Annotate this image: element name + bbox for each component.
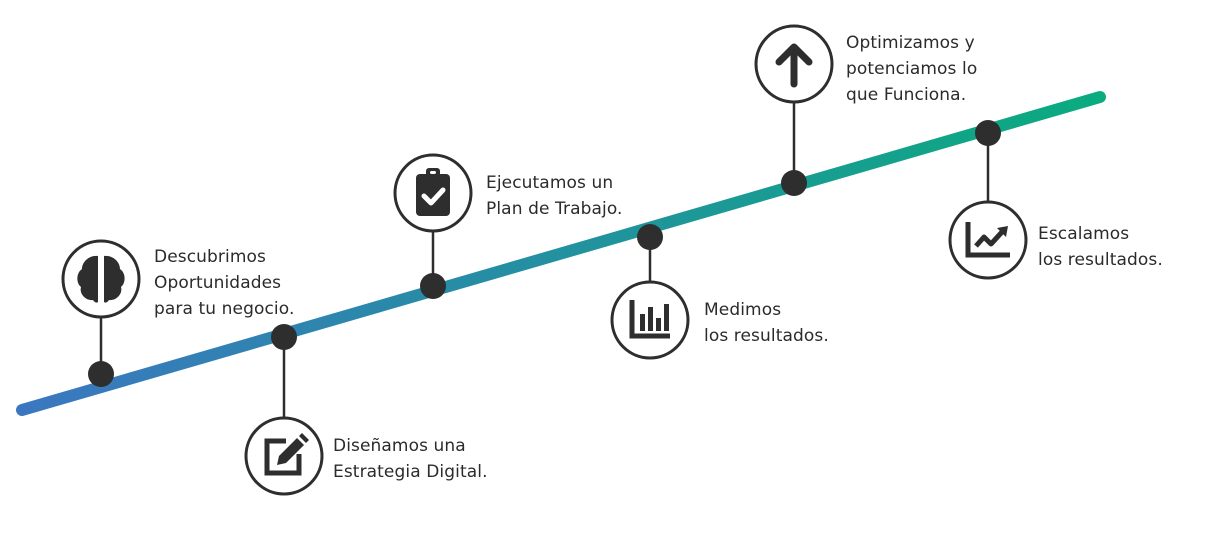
node-dot-5	[781, 170, 807, 196]
step-4-line-1: Medimos	[704, 300, 782, 320]
clipboard-check-icon	[416, 168, 450, 216]
step-6-line-1: Escalamos	[1038, 224, 1130, 244]
step-1-line-2: Oportunidades	[154, 273, 282, 293]
step-2-line-1: Diseñamos una	[333, 436, 466, 456]
bar-chart-icon	[629, 300, 670, 339]
step-3-label: Ejecutamos un Plan de Trabajo.	[486, 170, 623, 222]
step-2	[244, 324, 324, 496]
brain-icon	[77, 255, 125, 303]
step-1	[61, 239, 141, 387]
step-4	[610, 224, 690, 360]
step-1-line-3: para tu negocio.	[154, 299, 295, 319]
step-3-line-1: Ejecutamos un	[486, 173, 614, 193]
node-dot-2	[271, 324, 297, 350]
step-6-line-2: los resultados.	[1038, 250, 1163, 270]
timeline-line	[16, 91, 1106, 416]
edit-icon	[264, 433, 309, 476]
node-dot-3	[420, 273, 446, 299]
icon-ring-1	[61, 239, 141, 319]
step-2-line-2: Estrategia Digital.	[333, 462, 488, 482]
node-dot-1	[88, 361, 114, 387]
step-6	[948, 120, 1028, 280]
step-5-line-3: que Funciona.	[846, 85, 967, 105]
step-6-label: Escalamos los resultados.	[1038, 221, 1163, 273]
arrow-up-icon	[775, 43, 813, 88]
step-5-label: Optimizamos y potenciamos lo que Funcion…	[846, 30, 977, 108]
step-3-line-2: Plan de Trabajo.	[486, 199, 623, 219]
step-1-label: Descubrimos Oportunidades para tu negoci…	[154, 244, 294, 322]
step-1-line-1: Descubrimos	[154, 247, 266, 267]
step-5-line-2: potenciamos lo	[846, 59, 978, 79]
node-dot-4	[637, 224, 663, 250]
node-dot-6	[975, 120, 1001, 146]
step-5	[754, 24, 834, 196]
step-5-line-1: Optimizamos y	[846, 33, 975, 53]
trend-chart-icon	[965, 222, 1010, 258]
step-3	[393, 153, 473, 299]
step-4-label: Medimos los resultados.	[704, 297, 829, 349]
step-4-line-2: los resultados.	[704, 326, 829, 346]
step-2-label: Diseñamos una Estrategia Digital.	[333, 433, 488, 485]
